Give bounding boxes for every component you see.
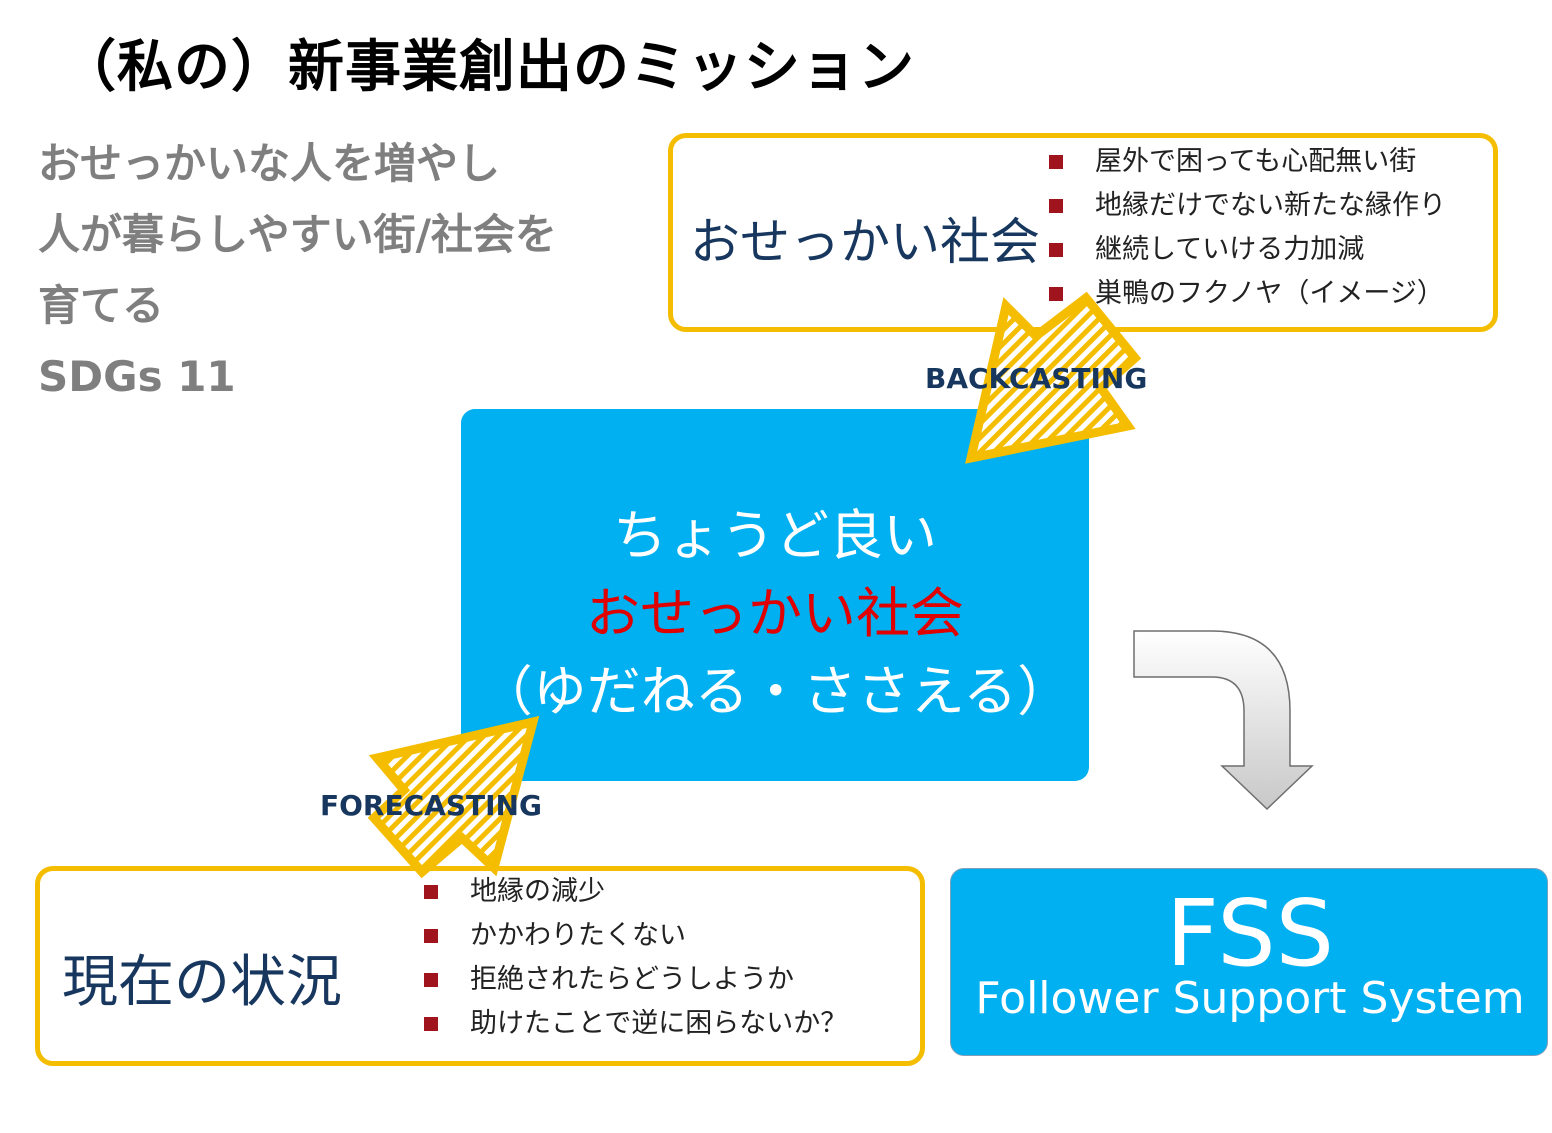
bullet-text: 巣鴨のフクノヤ（イメージ）: [1095, 278, 1444, 309]
mission-statement: おせっかいな人を増やし 人が暮らしやすい街/社会を 育てる SDGs 11: [38, 128, 557, 412]
mission-line: SDGs 11: [38, 352, 236, 401]
list-item: 巣鴨のフクノヤ（イメージ）: [1049, 272, 1446, 316]
bullet-text: 地縁だけでない新たな縁作り: [1095, 190, 1446, 221]
future-society-heading: おせっかい社会: [690, 213, 1040, 271]
mission-line: おせっかいな人を増やし: [38, 139, 501, 188]
list-item: 助けたことで逆に困らないか？: [424, 1002, 847, 1046]
bullet-square-icon: [1049, 243, 1063, 257]
bullet-square-icon: [1049, 287, 1063, 301]
forecasting-arrow-icon: [367, 715, 540, 879]
mission-line: 育てる: [38, 281, 165, 330]
forecasting-label: FORECASTING: [320, 789, 542, 822]
curved-down-arrow-icon: [1133, 630, 1314, 811]
list-item: 屋外で困っても心配無い街: [1049, 140, 1446, 184]
center-goal-line: ちょうど良い: [613, 504, 937, 567]
future-society-bullets: 屋外で困っても心配無い街 地縁だけでない新たな縁作り 継続していける力加減 巣鴨…: [1049, 140, 1446, 316]
bullet-square-icon: [424, 929, 438, 943]
list-item: かかわりたくない: [424, 914, 847, 958]
backcasting-label: BACKCASTING: [925, 362, 1148, 395]
fss-title: FSS: [1165, 880, 1335, 987]
page-title: （私の）新事業創出のミッション: [60, 35, 915, 100]
fss-box: FSS Follower Support System: [950, 868, 1548, 1056]
fss-subtitle: Follower Support System: [975, 973, 1525, 1024]
mission-line: 人が暮らしやすい街/社会を: [38, 210, 557, 259]
bullet-square-icon: [424, 973, 438, 987]
list-item: 継続していける力加減: [1049, 228, 1446, 272]
bullet-text: かかわりたくない: [470, 920, 686, 951]
bullet-text: 屋外で困っても心配無い街: [1095, 146, 1417, 177]
backcasting-arrow-icon: [965, 291, 1142, 464]
bullet-text: 助けたことで逆に困らないか？: [470, 1008, 848, 1039]
bullet-square-icon: [424, 1017, 438, 1031]
bullet-square-icon: [424, 885, 438, 899]
list-item: 拒絶されたらどうしようか: [424, 958, 847, 1002]
list-item: 地縁の減少: [424, 870, 847, 914]
bullet-text: 地縁の減少: [470, 876, 605, 907]
bullet-square-icon: [1049, 155, 1063, 169]
center-goal-line: （ゆだねる・ささえる）: [478, 660, 1072, 723]
center-goal-highlight: おせっかい社会: [586, 582, 964, 645]
bullet-text: 継続していける力加減: [1095, 234, 1365, 265]
current-situation-bullets: 地縁の減少 かかわりたくない 拒絶されたらどうしようか 助けたことで逆に困らない…: [424, 870, 847, 1046]
current-situation-box: [35, 866, 925, 1066]
list-item: 地縁だけでない新たな縁作り: [1049, 184, 1446, 228]
current-situation-heading: 現在の状況: [62, 950, 342, 1015]
bullet-text: 拒絶されたらどうしようか: [470, 964, 794, 995]
bullet-square-icon: [1049, 199, 1063, 213]
center-goal-box: ちょうど良い おせっかい社会 （ゆだねる・ささえる）: [461, 409, 1089, 781]
